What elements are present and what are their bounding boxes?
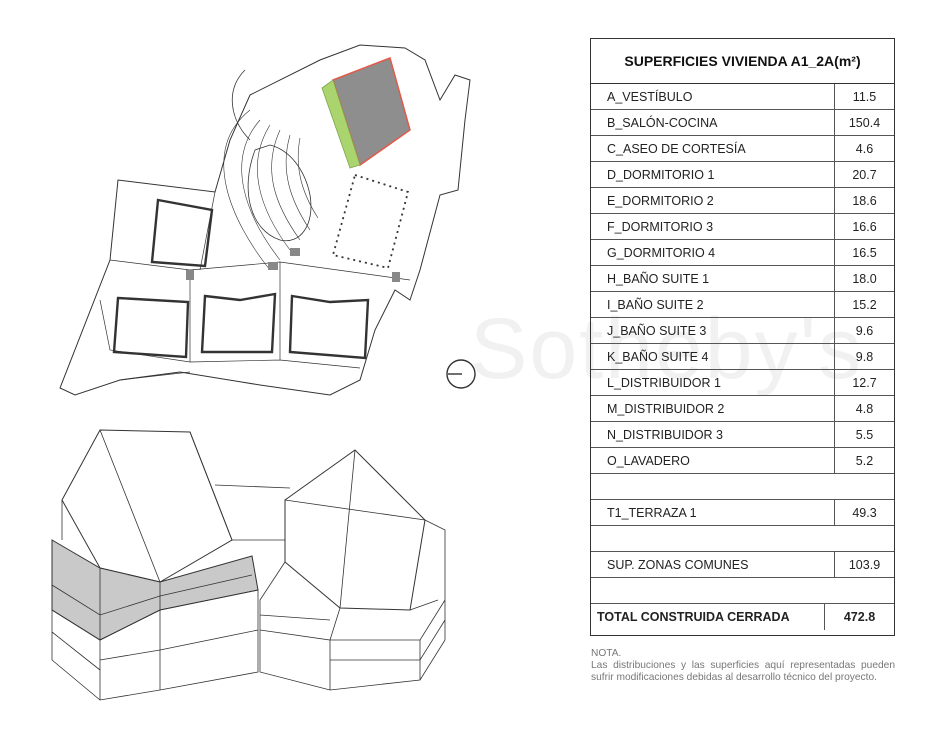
room-label: K_BAÑO SUITE 4 — [591, 344, 835, 369]
room-value: 5.5 — [855, 427, 874, 442]
table-row: I_BAÑO SUITE 2 15.2 — [591, 292, 894, 318]
room-label: M_DISTRIBUIDOR 2 — [591, 396, 835, 421]
total-row: TOTAL CONSTRUIDA CERRADA 472.8 — [591, 604, 894, 630]
room-value: 15.2 — [852, 297, 877, 312]
marker — [186, 270, 194, 280]
table-row: N_DISTRIBUIDOR 3 5.5 — [591, 422, 894, 448]
ground-plate — [214, 484, 291, 541]
room-value: 9.6 — [855, 323, 874, 338]
room-value: 16.5 — [852, 245, 877, 260]
note-title: NOTA. — [591, 648, 622, 659]
house-footprint — [150, 198, 214, 268]
room-value: 4.8 — [855, 401, 874, 416]
marker — [268, 262, 278, 270]
house-footprint — [288, 294, 370, 360]
axonometric-view — [51, 429, 446, 701]
house-footprint — [112, 296, 190, 359]
room-label: H_BAÑO SUITE 1 — [591, 266, 835, 291]
north-compass-icon — [446, 359, 476, 389]
table-spacer — [591, 578, 894, 604]
table-row: B_SALÓN-COCINA 150.4 — [591, 110, 894, 136]
right-building-levels — [259, 519, 446, 691]
table-title: SUPERFICIES VIVIENDA A1_2A(m²) — [591, 39, 894, 84]
left-building-ridge — [99, 429, 233, 583]
room-label: L_DISTRIBUIDOR 1 — [591, 370, 835, 395]
table-row: H_BAÑO SUITE 1 18.0 — [591, 266, 894, 292]
table-row: L_DISTRIBUIDOR 1 12.7 — [591, 370, 894, 396]
common-label: SUP. ZONAS COMUNES — [591, 552, 835, 577]
marker — [392, 272, 400, 282]
table-row: M_DISTRIBUIDOR 2 4.8 — [591, 396, 894, 422]
room-label: D_DORMITORIO 1 — [591, 162, 835, 187]
house-footprint — [200, 292, 277, 354]
common-row: SUP. ZONAS COMUNES 103.9 — [591, 552, 894, 578]
room-value: 11.5 — [852, 89, 877, 104]
right-building-roof — [284, 449, 426, 611]
table-row: G_DORMITORIO 4 16.5 — [591, 240, 894, 266]
room-label: J_BAÑO SUITE 3 — [591, 318, 835, 343]
room-label: O_LAVADERO — [591, 448, 835, 473]
room-label: G_DORMITORIO 4 — [591, 240, 835, 265]
room-label: E_DORMITORIO 2 — [591, 188, 835, 213]
table-row: F_DORMITORIO 3 16.6 — [591, 214, 894, 240]
inner-blob — [247, 144, 312, 242]
table-row: K_BAÑO SUITE 4 9.8 — [591, 344, 894, 370]
total-label: TOTAL CONSTRUIDA CERRADA — [591, 604, 825, 630]
table-row: C_ASEO DE CORTESÍA 4.6 — [591, 136, 894, 162]
plot-lines — [99, 191, 411, 381]
site-plan-drawing — [51, 44, 476, 701]
room-value: 5.2 — [855, 453, 874, 468]
room-label: A_VESTÍBULO — [591, 84, 835, 109]
terrace-strip — [321, 79, 361, 169]
room-value: 16.6 — [852, 219, 877, 234]
room-label: F_DORMITORIO 3 — [591, 214, 835, 239]
room-value: 18.6 — [852, 193, 877, 208]
circular-arc — [231, 69, 251, 141]
room-label: N_DISTRIBUIDOR 3 — [591, 422, 835, 447]
terrace-value: 49.3 — [852, 505, 877, 520]
common-value: 103.9 — [848, 557, 881, 572]
terrace-label: T1_TERRAZA 1 — [591, 500, 835, 525]
dotted-footprint — [331, 173, 410, 270]
room-value: 150.4 — [848, 115, 881, 130]
room-label: I_BAÑO SUITE 2 — [591, 292, 835, 317]
room-value: 9.8 — [855, 349, 874, 364]
room-label: C_ASEO DE CORTESÍA — [591, 136, 835, 161]
room-value: 18.0 — [852, 271, 877, 286]
room-label: B_SALÓN-COCINA — [591, 110, 835, 135]
table-row: D_DORMITORIO 1 20.7 — [591, 162, 894, 188]
total-value: 472.8 — [843, 610, 876, 624]
room-value: 4.6 — [855, 141, 874, 156]
note: NOTA. Las distribuciones y las superfici… — [591, 648, 895, 684]
garden-curves — [223, 109, 319, 271]
table-row: E_DORMITORIO 2 18.6 — [591, 188, 894, 214]
site-plan — [59, 44, 476, 396]
terrace-row: T1_TERRAZA 1 49.3 — [591, 500, 894, 526]
note-body: Las distribuciones y las superficies aqu… — [591, 660, 895, 683]
table-spacer — [591, 526, 894, 552]
room-value: 12.7 — [852, 375, 877, 390]
table-row: J_BAÑO SUITE 3 9.6 — [591, 318, 894, 344]
right-building-ridge — [284, 449, 426, 609]
left-building-levels — [51, 500, 259, 701]
table-row: O_LAVADERO 5.2 — [591, 448, 894, 474]
surfaces-table: SUPERFICIES VIVIENDA A1_2A(m²) A_VESTÍBU… — [590, 38, 895, 636]
marker — [290, 248, 300, 256]
site-outline — [59, 44, 471, 396]
table-spacer — [591, 474, 894, 500]
table-row: A_VESTÍBULO 11.5 — [591, 84, 894, 110]
left-building-roof — [61, 429, 233, 583]
room-value: 20.7 — [852, 167, 877, 182]
